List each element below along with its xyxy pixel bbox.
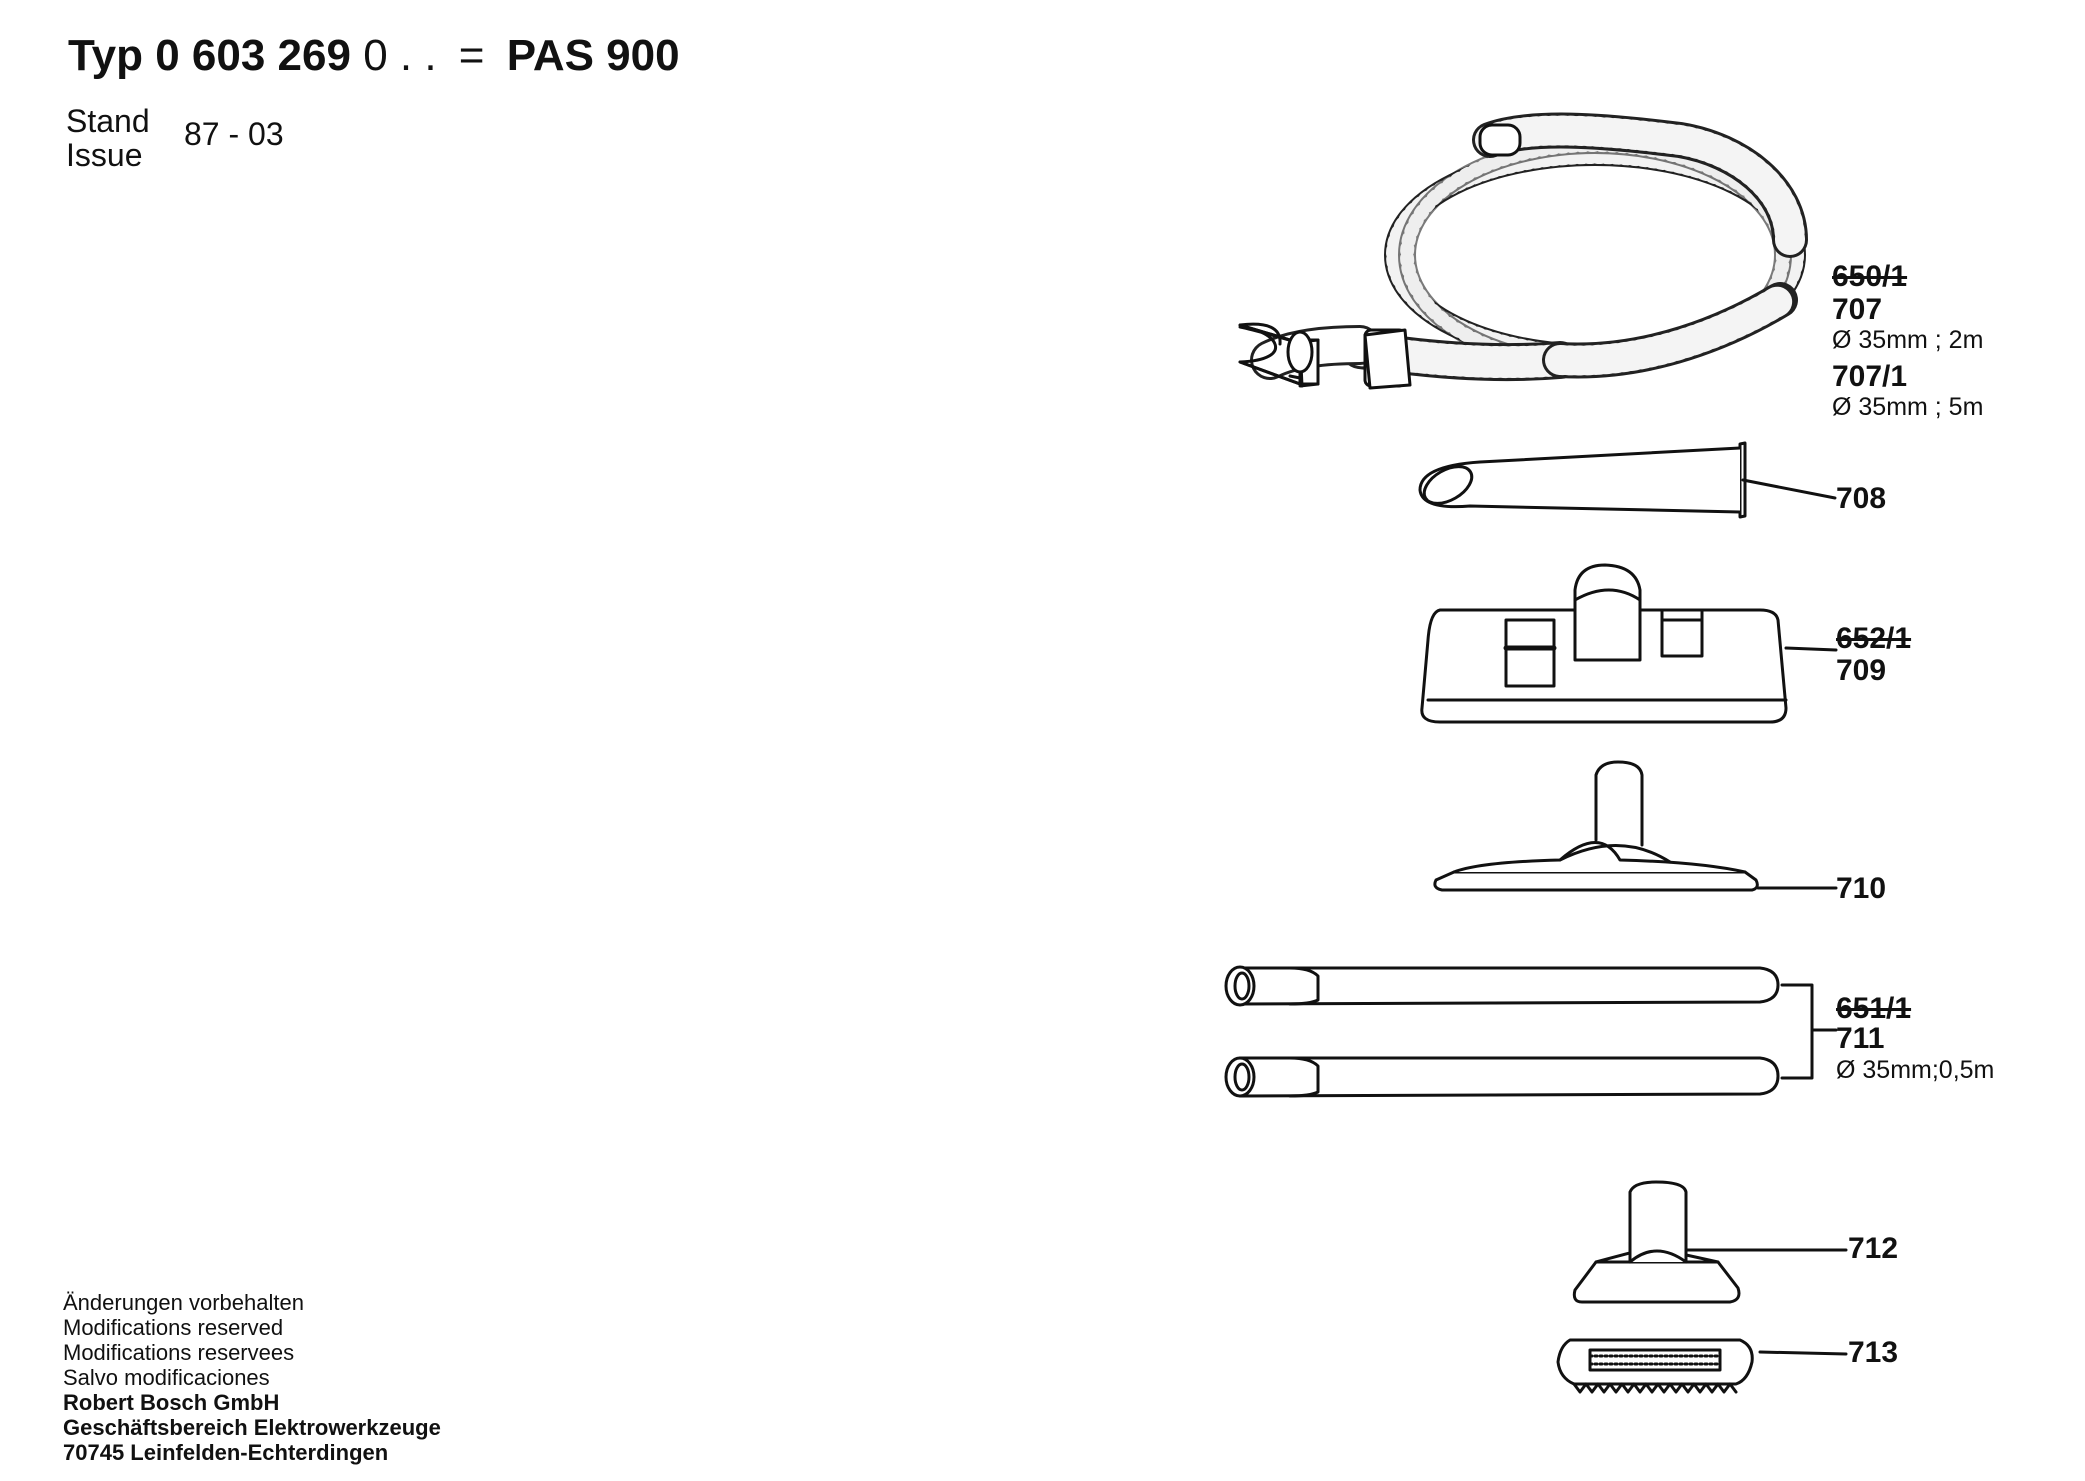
hose-drawing — [1238, 112, 1808, 390]
extension-tubes-drawing — [1224, 965, 1838, 1098]
extension-tubes-number: 711 — [1836, 1022, 1885, 1055]
floor-nozzle-old-number: 652/1 — [1836, 622, 1912, 655]
issue-date: 87 - 03 — [184, 116, 284, 152]
brush-insert-number: 713 — [1848, 1336, 1899, 1369]
floor-nozzle-drawing — [1420, 563, 1838, 724]
footer-line-de: Änderungen vorbehalten — [63, 1290, 304, 1315]
extension-tubes-old-number: 651/1 — [1836, 992, 1912, 1025]
wet-nozzle-drawing — [1433, 760, 1838, 892]
footer-notice: Änderungen vorbehalten Modifications res… — [63, 1290, 441, 1465]
crevice-nozzle-number: 708 — [1836, 482, 1887, 515]
stand-label: Stand — [66, 103, 150, 139]
footer-address: 70745 Leinfelden-Echterdingen — [63, 1440, 389, 1465]
footer-line-fr: Modifications reservees — [63, 1340, 295, 1365]
hose-number-b: 707/1 — [1832, 360, 1908, 393]
hose-old-number: 650/1 — [1832, 260, 1908, 293]
model-name: PAS 900 — [506, 31, 680, 80]
typ-number-main: 0 603 269 — [155, 31, 351, 80]
brush-insert-drawing — [1556, 1338, 1848, 1394]
upholstery-nozzle-drawing — [1572, 1180, 1848, 1304]
extension-tubes-spec: Ø 35mm;0,5m — [1836, 1056, 1995, 1084]
footer-division: Geschäftsbereich Elektrowerkzeuge — [63, 1415, 441, 1440]
issue-label: Issue — [66, 137, 143, 173]
footer-line-es: Salvo modificaciones — [63, 1365, 270, 1390]
upholstery-nozzle-number: 712 — [1848, 1232, 1899, 1265]
stand-issue-labels: Stand Issue — [66, 104, 150, 172]
wet-nozzle-number: 710 — [1836, 872, 1887, 905]
crevice-nozzle-drawing — [1418, 441, 1837, 519]
typ-number-suffix: 0 . . — [363, 31, 437, 80]
floor-nozzle-number: 709 — [1836, 654, 1887, 687]
footer-line-en: Modifications reserved — [63, 1315, 284, 1340]
typ-label: Typ — [68, 31, 143, 80]
hose-number-a: 707 — [1832, 293, 1883, 326]
document-title: Typ 0 603 269 0 . . = PAS 900 — [68, 30, 680, 82]
equals-sign: = — [458, 31, 485, 80]
hose-spec-b: Ø 35mm ; 5m — [1832, 393, 1984, 421]
hose-spec-a: Ø 35mm ; 2m — [1832, 326, 1984, 354]
footer-company: Robert Bosch GmbH — [63, 1390, 280, 1415]
